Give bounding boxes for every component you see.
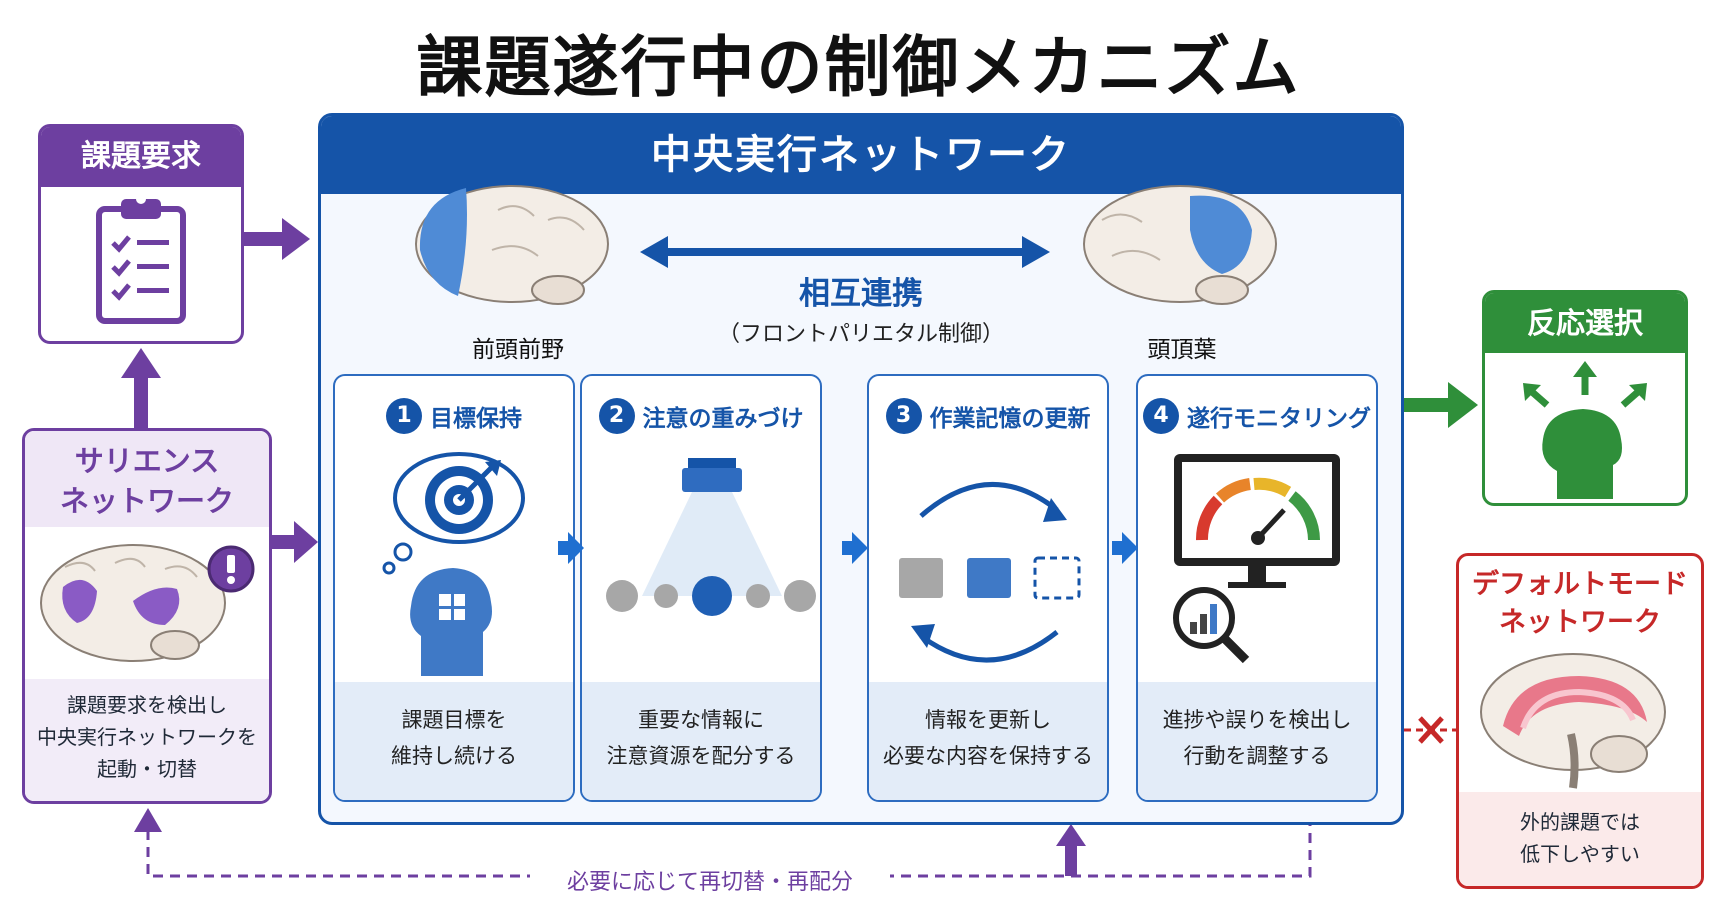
response-selection-panel: 反応選択 <box>1482 290 1688 506</box>
spotlight-icon <box>606 458 816 616</box>
central-executive-title: 中央実行ネットワーク <box>321 116 1401 194</box>
salience-brain-icon <box>40 544 255 662</box>
salience-network-panel: サリエンス ネットワーク 課題要求を検出し 中央実行ネットワークを 起動・切替 <box>22 428 272 804</box>
collaboration-label: 相互連携 <box>799 276 923 312</box>
update-cycle-icon <box>899 481 1081 663</box>
salience-desc-line2: 中央実行ネットワークを <box>37 725 257 749</box>
response-title: 反応選択 <box>1485 293 1685 353</box>
step-desc-line1: 情報を更新し <box>925 708 1051 732</box>
step-desc-line1: 課題目標を <box>401 708 507 732</box>
step-desc-line2: 維持し続ける <box>391 744 517 768</box>
step-desc-line1: 進捗や誤りを検出し <box>1162 708 1352 732</box>
step-desc-line1: 重要な情報に <box>638 708 764 732</box>
page-title: 課題遂行中の制御メカニズム <box>416 29 1301 106</box>
task-demand-title: 課題要求 <box>41 127 241 187</box>
default-mode-title: デフォルトモード ネットワーク <box>1459 556 1701 642</box>
step-description: 進捗や誤りを検出し 行動を調整する <box>1138 682 1376 800</box>
salience-title-line2: ネットワーク <box>59 484 234 518</box>
default-mode-brain-icon <box>1480 653 1666 789</box>
step-desc-line2: 注意資源を配分する <box>606 744 796 768</box>
step-title: 注意の重みづけ <box>642 406 804 432</box>
salience-title-line1: サリエンス <box>74 444 220 478</box>
step-card-working-memory: 3 作業記憶の更新 情報を更新し 必要な内容を保持する <box>867 374 1109 802</box>
default-mode-network-panel: デフォルトモード ネットワーク 外的課題では 低下しやすい <box>1456 553 1704 889</box>
parietal-brain-icon <box>1083 185 1277 305</box>
feedback-loop <box>146 816 1312 878</box>
arrow-salience-to-central <box>272 521 318 563</box>
step-card-monitoring: 4 遂行モニタリング 進捗や誤りを検出し 行動を調整する <box>1136 374 1378 802</box>
default-mode-description: 外的課題では 低下しやすい <box>1459 792 1701 886</box>
loop-arrow-up-center <box>1056 824 1086 876</box>
bidirectional-arrow-icon <box>640 236 1050 268</box>
step-number: 2 <box>598 398 635 434</box>
step-title: 目標保持 <box>430 406 522 432</box>
target-head-icon <box>382 452 525 676</box>
step-number: 4 <box>1143 398 1179 434</box>
default-mode-desc-line1: 外的課題では <box>1520 810 1640 834</box>
step-number: 1 <box>386 398 422 434</box>
frontal-label: 前頭前野 <box>472 337 564 363</box>
step-description: 情報を更新し 必要な内容を保持する <box>869 682 1107 800</box>
step-title: 遂行モニタリング <box>1187 406 1371 432</box>
step-title: 作業記憶の更新 <box>929 406 1091 432</box>
salience-desc-line3: 起動・切替 <box>97 757 197 781</box>
step-desc-line2: 行動を調整する <box>1183 744 1331 768</box>
default-mode-desc-line2: 低下しやすい <box>1520 842 1640 866</box>
step-card-attention: 2 注意の重みづけ 重要な情報に 注意資源を配分する <box>580 374 822 802</box>
loop-label: 必要に応じて再切替・再配分 <box>530 864 890 896</box>
frontal-brain-icon <box>415 185 609 305</box>
arrow-task-to-central <box>244 218 310 260</box>
step-number: 3 <box>885 398 922 434</box>
step-card-goal: 1 目標保持 課題目標を 維持し続ける <box>333 374 575 802</box>
gauge-monitor-icon <box>1173 454 1340 664</box>
head-choice-icon <box>1523 361 1647 499</box>
collaboration-sublabel: （フロントパリエタル制御） <box>717 322 1004 347</box>
salience-description: 課題要求を検出し 中央実行ネットワークを 起動・切替 <box>25 679 269 801</box>
salience-desc-line1: 課題要求を検出し <box>67 693 227 717</box>
parietal-label: 頭頂葉 <box>1147 337 1217 363</box>
step-description: 重要な情報に 注意資源を配分する <box>582 682 820 800</box>
arrow-central-to-response <box>1404 382 1478 428</box>
step-description: 課題目標を 維持し続ける <box>335 682 573 800</box>
step-desc-line2: 必要な内容を保持する <box>883 744 1093 768</box>
default-mode-title-line2: ネットワーク <box>1499 607 1661 638</box>
salience-title: サリエンス ネットワーク <box>25 431 269 527</box>
inhibition-link <box>1404 716 1456 744</box>
loop-arrow-up-left <box>134 808 162 832</box>
task-demand-panel: 課題要求 <box>38 124 244 344</box>
clipboard-icon <box>96 194 186 324</box>
default-mode-title-line1: デフォルトモード <box>1472 569 1688 600</box>
arrow-salience-to-task <box>121 348 161 428</box>
